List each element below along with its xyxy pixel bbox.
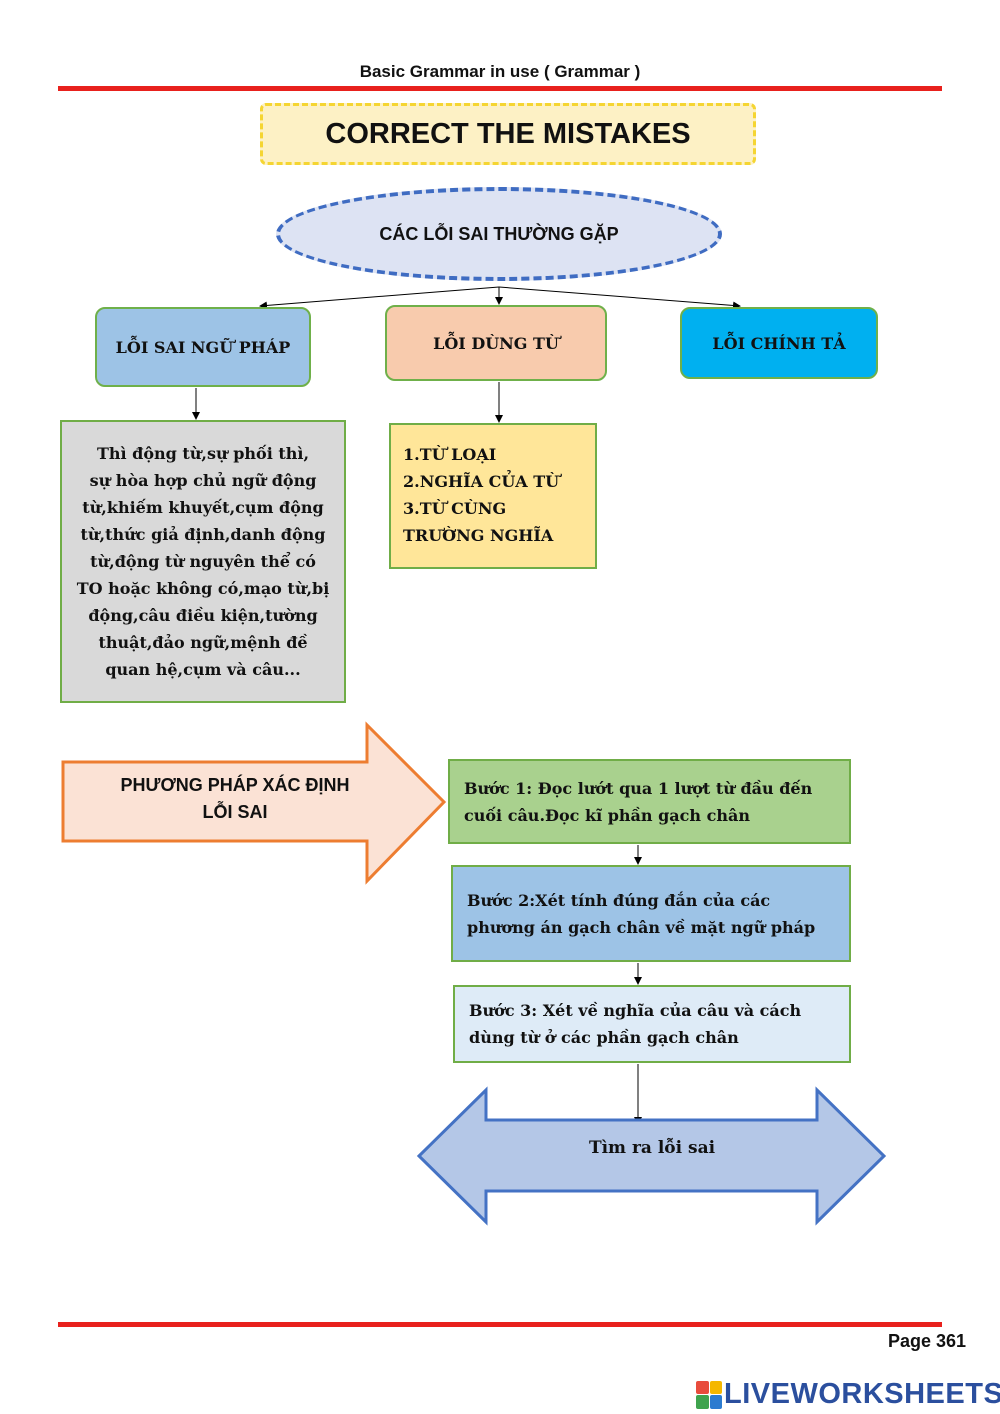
grammar-mistakes-node: LỖI SAI NGỮ PHÁP [95, 307, 311, 387]
grammar-detail-line: động,câu điều kiện,tường [88, 606, 318, 625]
grammar-detail-line: thuật,đảo ngữ,mệnh đề [98, 633, 308, 652]
method-label-line-1: PHƯƠNG PHÁP XÁC ĐỊNH [120, 775, 350, 795]
grammar-detail-line: từ,khiếm khuyết,cụm động [82, 498, 324, 517]
word-usage-detail-line: 2.NGHĨA CỦA TỪ [403, 472, 560, 491]
grammar-detail-line: TO hoặc không có,mạo từ,bị [76, 579, 330, 598]
step-3-text: Bước 3: Xét về nghĩa của câu và cách dùn… [469, 1001, 802, 1047]
word-usage-detail-line: 1.TỪ LOẠI [403, 445, 497, 464]
step-2-text: Bước 2:Xét tính đúng đắn của các phương … [467, 890, 816, 937]
method-arrow-shape [61, 721, 447, 885]
grammar-detail-line: Thì động từ,sự phối thì, [96, 444, 310, 463]
page-header-title: Basic Grammar in use ( Grammar ) [359, 62, 641, 81]
spelling-mistakes-node: LỖI CHÍNH TẢ [680, 307, 878, 379]
grammar-detail-line: quan hệ,cụm và câu... [105, 660, 301, 679]
header-divider [58, 86, 942, 91]
page-number: Page 361 [887, 1331, 966, 1351]
step-3-box: Bước 3: Xét về nghĩa của câu và cách dùn… [453, 985, 851, 1063]
grammar-detail-line: sự hòa hợp chủ ngữ động [89, 471, 317, 490]
grammar-details-box: Thì động từ,sự phối thì, sự hòa hợp chủ … [60, 420, 346, 703]
step-1-box: Bước 1: Đọc lướt qua 1 lượt từ đầu đến c… [448, 759, 851, 844]
method-arrow-label: PHƯƠNG PHÁP XÁC ĐỊNH LỖI SAI [90, 772, 380, 826]
word-usage-details-box: 1.TỪ LOẠI 2.NGHĨA CỦA TỪ 3.TỪ CÙNG TRƯỜN… [389, 423, 597, 569]
result-double-arrow-shape [416, 1086, 887, 1226]
method-label-line-2: LỖI SAI [202, 802, 268, 822]
footer-divider [58, 1322, 942, 1327]
liveworksheets-logo-icon [696, 1380, 722, 1409]
brand-name: LIVEWORKSHEETS [724, 1378, 1000, 1410]
word-usage-detail-line: 3.TỪ CÙNG TRƯỜNG NGHĨA [403, 499, 554, 545]
grammar-detail-line: từ,thức giả định,danh động [80, 525, 326, 544]
step-1-text: Bước 1: Đọc lướt qua 1 lượt từ đầu đến c… [464, 778, 813, 825]
find-mistake-label: Tìm ra lỗi sai [588, 1138, 716, 1158]
grammar-detail-line: từ,động từ nguyên thể có [90, 552, 316, 571]
liveworksheets-brand[interactable]: LIVEWORKSHEETS [696, 1378, 1000, 1411]
step-2-box: Bước 2:Xét tính đúng đắn của các phương … [451, 865, 851, 962]
common-mistakes-node: CÁC LỖI SAI THƯỜNG GẶP [276, 187, 722, 281]
worksheet-title: CORRECT THE MISTAKES [260, 103, 756, 165]
word-usage-mistakes-node: LỖI DÙNG TỪ [385, 305, 607, 381]
